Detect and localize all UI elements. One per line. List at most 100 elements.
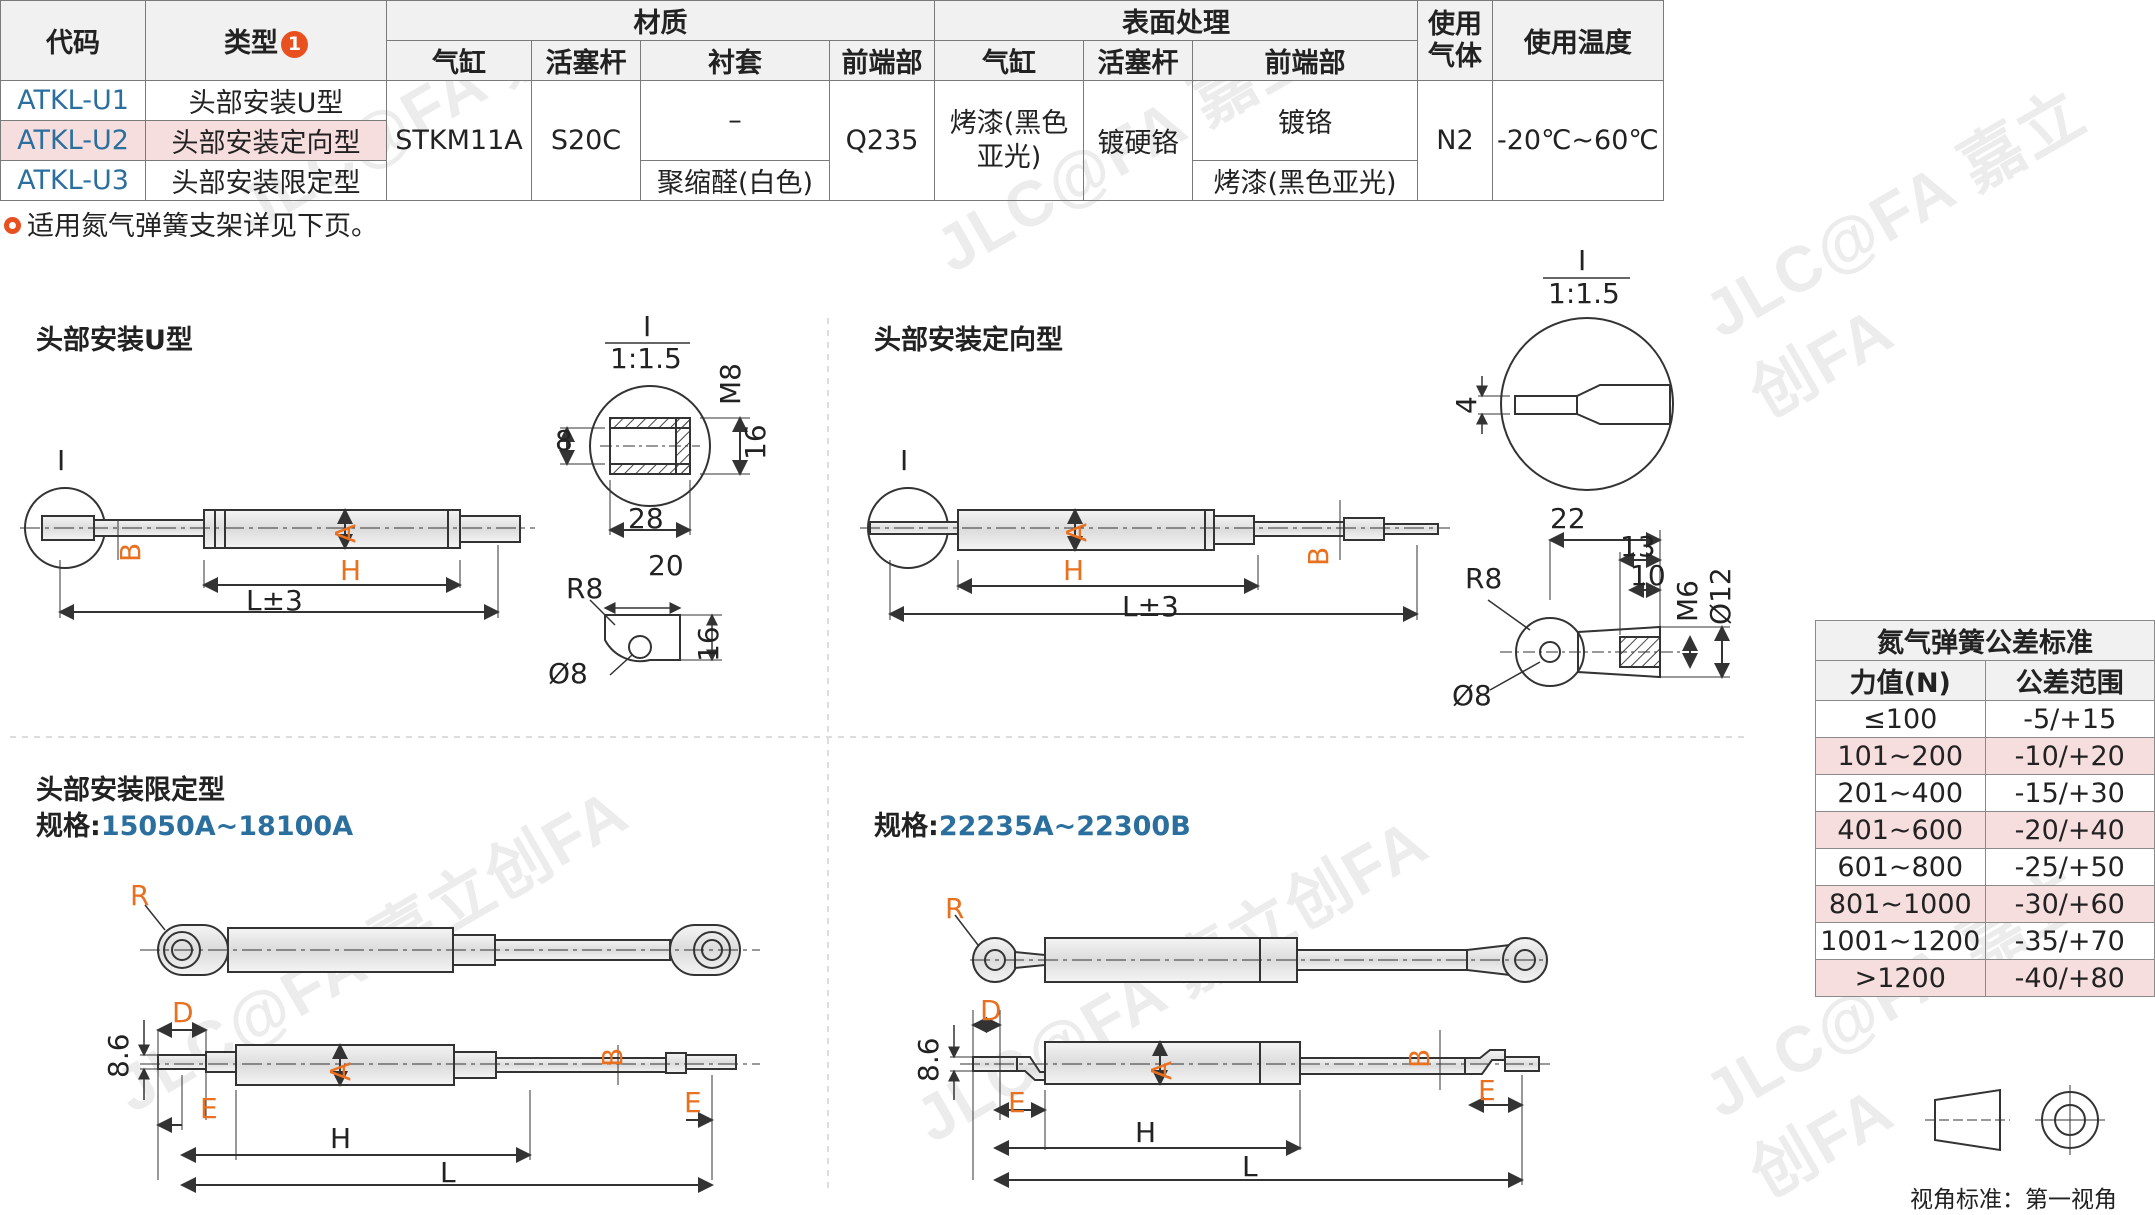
dim-e: E [684,1086,702,1119]
dim-l: L [1242,1150,1258,1183]
first-angle-projection-icon [1925,1085,2105,1155]
dim-a: A [1060,523,1093,542]
dim-8: 8 [555,424,573,457]
row-code: ATKL-U1 [0,80,146,121]
mat-bushing-top: – [640,80,830,161]
dim-b: B [1302,547,1335,566]
row-type: 头部安装U型 [145,80,387,121]
dim-r8: R8 [1465,562,1502,595]
dim-a: A [324,1062,357,1081]
label-u-type: 头部安装U型 [36,325,193,356]
tol-range: -40/+80 [1984,959,2155,997]
dim-m8: M8 [714,363,747,405]
sub-cylinder: 气缸 [386,40,532,81]
u-type-labels: I I 1:1.5 28 8 16 M8 20 R8 Ø8 16 A H B L… [57,310,772,690]
tol-range: -5/+15 [1984,700,2155,738]
temp: -20℃~60℃ [1492,80,1664,201]
header-gas: 使用气体 [1417,0,1493,81]
dim-13: 13 [1620,530,1656,563]
dim-d: D [980,994,1002,1027]
mat-cylinder: STKM11A [386,80,532,201]
sub-bushing: 衬套 [640,40,830,81]
col-force: 力值(N) [1815,660,1986,701]
header-surface: 表面处理 [934,0,1418,41]
tol-force: 101~200 [1815,737,1986,775]
drawing-orient-type [860,317,1730,691]
note: 适用氮气弹簧支架详见下页。 [4,204,378,243]
dim-28: 28 [628,502,664,535]
note-badge-icon: 1 [281,31,308,58]
dim-16: 16 [739,424,772,460]
dim-phi8: Ø8 [548,657,588,690]
mat-rod: S20C [531,80,641,201]
dim-h: H [330,1122,351,1155]
dim-20: 20 [648,549,684,582]
tolerance-title: 氮气弹簧公差标准 [1815,620,2155,661]
header-code: 代码 [0,0,146,81]
dim-h: H [1063,554,1084,587]
dim-8-6: 8.6 [912,1037,945,1082]
sub-cylinder2: 气缸 [934,40,1084,81]
dim-10: 10 [1630,559,1666,592]
dim-l3: L±3 [1122,590,1179,623]
orient-type-labels: I I 1:1.5 4 22 13 10 M6 Ø12 R8 Ø8 A H B … [900,244,1737,712]
sub-rod2: 活塞杆 [1083,40,1193,81]
tol-force: 601~800 [1815,848,1986,886]
dim-phi8: Ø8 [1452,679,1492,712]
row-code: ATKL-U3 [0,160,146,201]
tol-force: ≤100 [1815,700,1986,738]
dim-r8: R8 [566,572,603,605]
tol-force: 1001~1200 [1815,922,1986,960]
dim-a: A [1145,1061,1178,1080]
label-limit-type: 头部安装限定型 [36,775,225,806]
bullet-icon [4,217,21,234]
tol-force: 401~600 [1815,811,1986,849]
detail-ref-i: I [900,444,908,477]
drawing-limit-type-1 [138,904,760,1193]
label-orient-type: 头部安装定向型 [874,325,1063,356]
dim-phi12: Ø12 [1704,567,1737,625]
dim-16b: 16 [692,626,725,662]
drawing-limit-type-2 [948,914,1550,1188]
dim-b: B [1403,1049,1436,1068]
dim-e: E [1478,1074,1496,1107]
dim-h: H [1135,1116,1156,1149]
dim-m6: M6 [1671,580,1704,622]
dim-e: E [1008,1086,1026,1119]
sub-front: 前端部 [829,40,935,81]
label-limit-spec1: 规格:15050A~18100A [36,811,354,842]
row-type: 头部安装定向型 [145,120,387,161]
sub-front2: 前端部 [1192,40,1418,81]
header-material: 材质 [386,0,935,41]
row-type: 头部安装限定型 [145,160,387,201]
row-code: ATKL-U2 [0,120,146,161]
tol-range: -15/+30 [1984,774,2155,812]
limit-type-1-labels: R D 8.6 E E A H L B [102,879,702,1189]
limit-type-2-labels: R D 8.6 E E A H L B [912,892,1496,1183]
detail-title-i: I [1578,244,1586,277]
detail-scale: 1:1.5 [610,342,682,375]
tol-range: -20/+40 [1984,811,2155,849]
surf-front-top: 镀铬 [1192,80,1418,161]
detail-title-i: I [643,310,651,343]
dim-r: R [130,879,149,912]
dim-r: R [945,892,964,925]
dim-22: 22 [1550,502,1586,535]
gas: N2 [1417,80,1493,201]
surf-front-bottom: 烤漆(黑色亚光) [1192,160,1418,201]
dim-e: E [200,1092,218,1125]
dim-l3: L±3 [246,584,303,617]
dim-a: A [329,524,362,543]
label-limit-spec2: 规格:22235A~22300B [874,811,1191,842]
surf-rod: 镀硬铬 [1083,80,1193,201]
tol-range: -30/+60 [1984,885,2155,923]
col-range: 公差范围 [1984,660,2155,701]
tolerance-table: 氮气弹簧公差标准 力值(N) 公差范围 ≤100-5/+15 101~200-1… [1815,620,2155,997]
dim-b: B [596,1048,629,1067]
header-temp: 使用温度 [1492,0,1664,81]
detail-scale: 1:1.5 [1548,277,1620,310]
tol-force: >1200 [1815,959,1986,997]
